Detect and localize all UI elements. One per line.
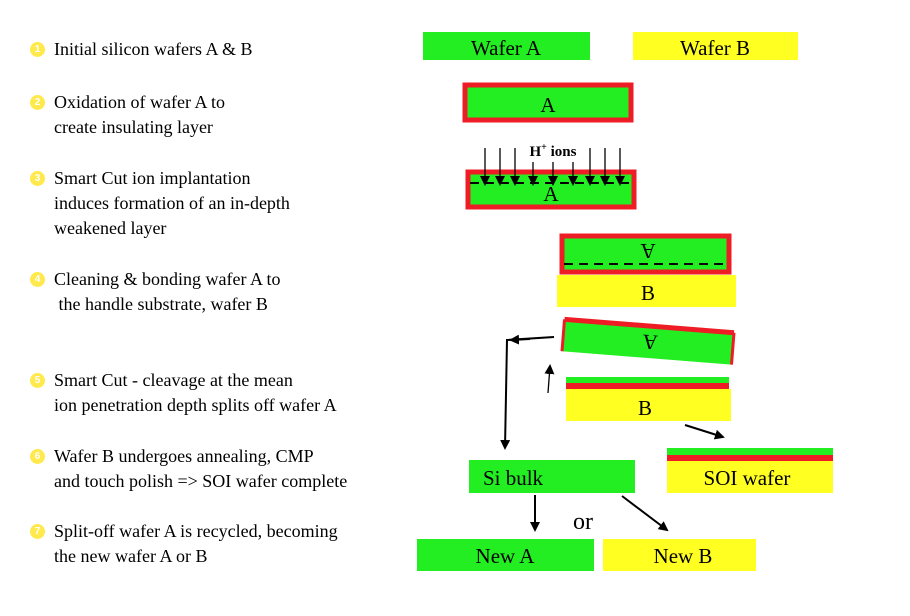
flipped-wafer-a-bonded: A — [559, 233, 732, 275]
step-6: 6 Wafer B undergoes annealing, CMP and t… — [30, 444, 347, 494]
wafer-b-label: Wafer B — [680, 36, 750, 60]
step-number-1: 1 — [30, 42, 45, 57]
path-head-left — [509, 334, 531, 345]
new-b-label: New B — [654, 544, 713, 568]
recycle-path-arrow — [500, 336, 555, 450]
cleave-arrow — [544, 364, 555, 394]
soi-wafer: SOI wafer — [667, 448, 833, 493]
new-a-label: New A — [476, 544, 536, 568]
split-off-wafer-a-label: A — [641, 330, 659, 355]
oxidized-wafer-a: A — [462, 82, 634, 123]
step-number-3: 3 — [30, 171, 45, 186]
step-5-text: Smart Cut - cleavage at the mean ion pen… — [54, 370, 337, 415]
step-2: 2 Oxidation of wafer A to create insulat… — [30, 90, 225, 140]
to-new-b-arrow — [621, 495, 669, 532]
new-wafer-b: New B — [603, 539, 756, 571]
wafer-a-label: Wafer A — [471, 36, 542, 60]
soi-intermediate-b-label: B — [638, 396, 652, 420]
implanted-wafer-a-label: A — [543, 182, 559, 206]
soi-wafer-label: SOI wafer — [704, 466, 791, 490]
step-number-4: 4 — [30, 272, 45, 287]
soi-intermediate: B — [566, 377, 731, 421]
ion-arrows — [480, 148, 625, 186]
step-3: 3 Smart Cut ion implantation induces for… — [30, 166, 290, 241]
step-number-5: 5 — [30, 373, 45, 388]
step-3-text: Smart Cut ion implantation induces forma… — [54, 168, 290, 238]
split-off-wafer-a: A — [560, 316, 736, 365]
flipped-wafer-a-label: A — [640, 239, 656, 263]
step-number-2: 2 — [30, 95, 45, 110]
step-1-text: Initial silicon wafers A & B — [54, 39, 253, 59]
step-number-6: 6 — [30, 449, 45, 464]
step-6-text: Wafer B undergoes annealing, CMP and tou… — [54, 446, 348, 491]
handle-wafer-b-bonded: B — [557, 275, 736, 307]
new-wafer-a: New A — [417, 539, 594, 571]
step-2-text: Oxidation of wafer A to create insulatin… — [54, 92, 225, 137]
step-1: 1 Initial silicon wafers A & B — [30, 37, 252, 62]
wafer-b-initial: Wafer B — [633, 32, 798, 60]
oxidized-wafer-a-label: A — [540, 93, 556, 117]
step-7: 7 Split-off wafer A is recycled, becomin… — [30, 519, 338, 569]
step-5: 5 Smart Cut - cleavage at the mean ion p… — [30, 368, 337, 418]
implanted-wafer-a: A — [465, 169, 637, 210]
to-soi-arrow — [684, 424, 725, 440]
or-label: or — [573, 509, 593, 535]
step-number-7: 7 — [30, 524, 45, 539]
step-4-text: Cleaning & bonding wafer A to the handle… — [54, 269, 281, 314]
si-bulk-label: Si bulk — [483, 466, 544, 490]
wafer-a-initial: Wafer A — [423, 32, 590, 60]
step-7-text: Split-off wafer A is recycled, becoming … — [54, 521, 338, 566]
h-ions-label: H+ ions — [530, 142, 577, 160]
si-bulk: Si bulk — [469, 460, 635, 493]
handle-wafer-b-label: B — [641, 281, 655, 305]
step-4: 4 Cleaning & bonding wafer A to the hand… — [30, 267, 280, 317]
